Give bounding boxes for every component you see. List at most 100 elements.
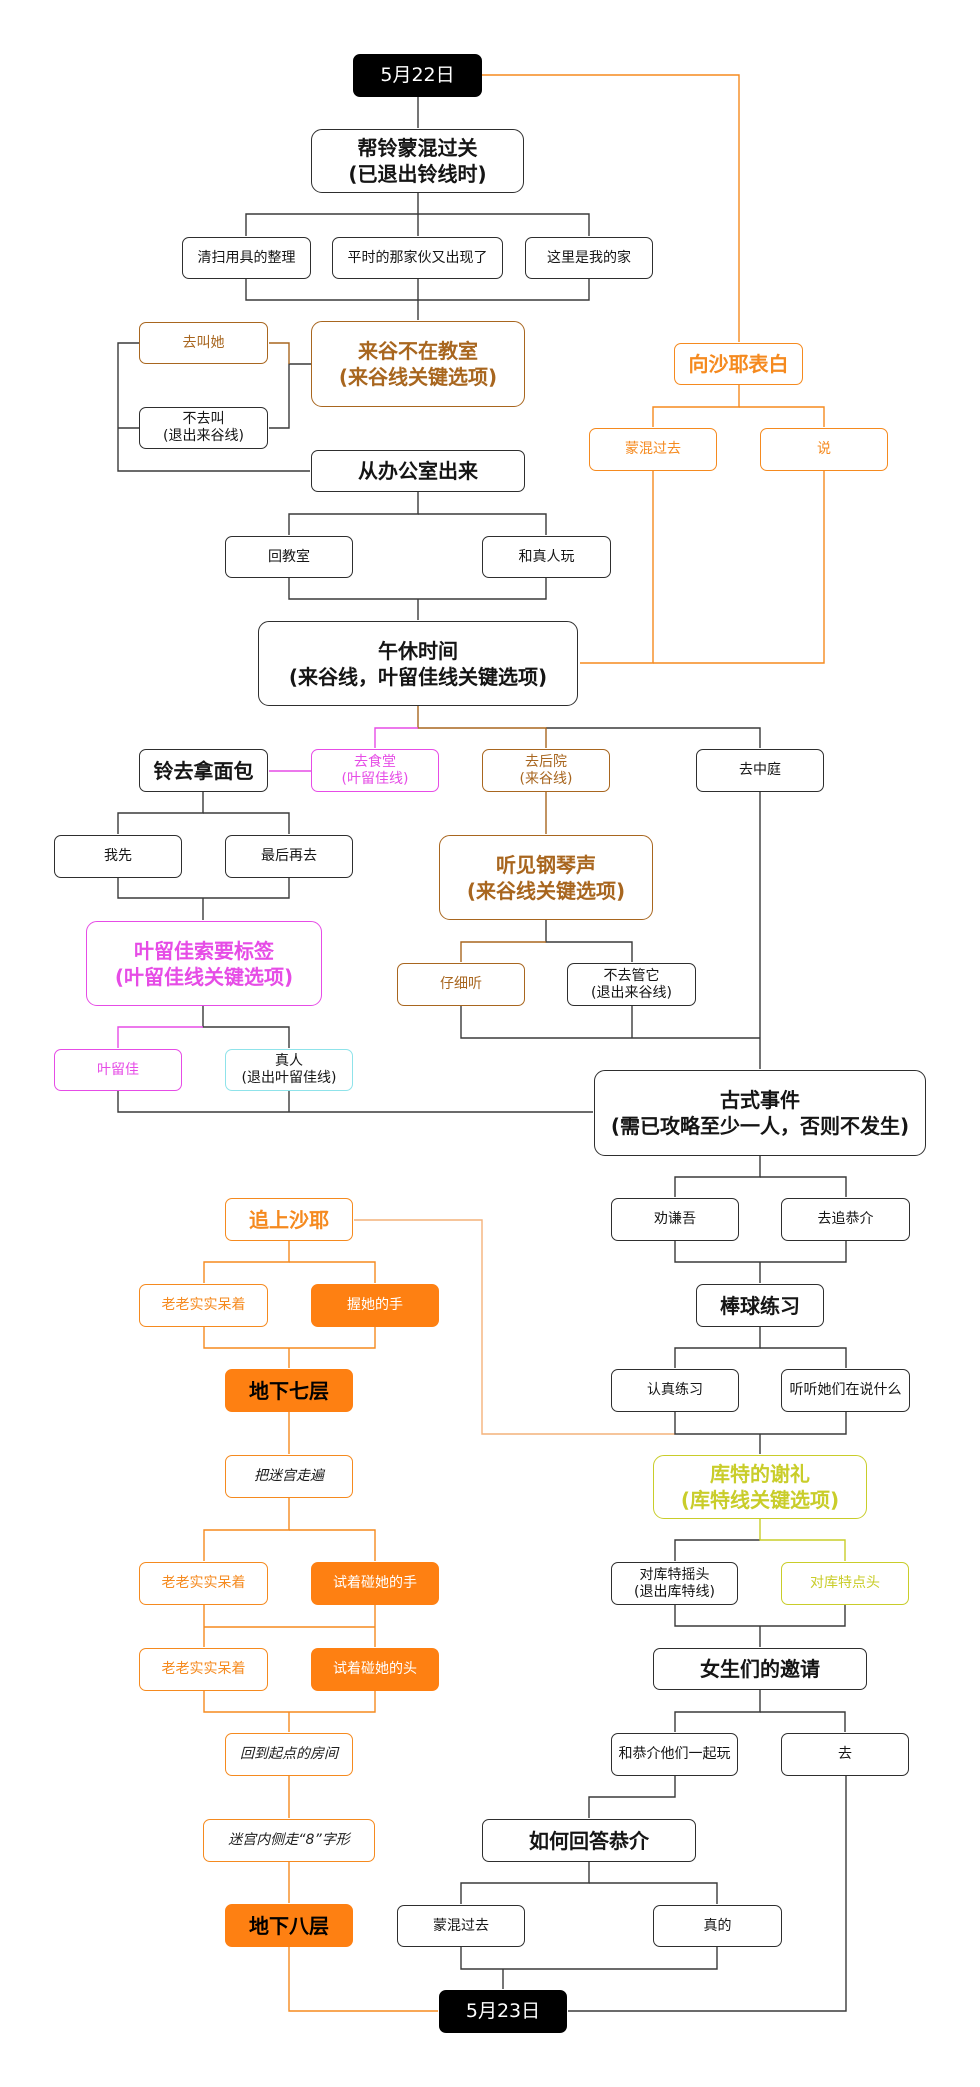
choice-truth: 真的 <box>653 1905 782 1947</box>
node-help-rin: 帮铃蒙混过关 (已退出铃线时) <box>311 129 524 193</box>
choice-ignore: 不去管它 (退出来谷线) <box>567 963 696 1006</box>
connector <box>117 342 310 472</box>
choice-listen: 仔细听 <box>397 963 525 1006</box>
connector <box>417 706 547 748</box>
connector <box>674 1412 847 1435</box>
connector <box>203 1327 376 1349</box>
choice-chase-kyousuke: 去追恭介 <box>781 1198 910 1241</box>
connector <box>117 1026 203 1048</box>
connector <box>288 578 547 600</box>
node-ancient-event: 古式事件 (需已攻略至少一人，否则不发生) <box>594 1070 926 1156</box>
end-date-node: 5月23日 <box>439 1990 567 2033</box>
connector <box>545 920 633 962</box>
choice-go-call: 去叫她 <box>139 322 268 364</box>
choice-shake-head: 对库特摇头 (退出库特线) <box>611 1562 738 1605</box>
step-explore-maze: 把迷宫走遍 <box>225 1455 353 1498</box>
choice-stay-2: 老老实实呆着 <box>139 1562 268 1605</box>
connector <box>245 193 419 236</box>
start-date-node: 5月22日 <box>353 54 482 97</box>
connector <box>117 1091 593 1113</box>
connector <box>674 1539 760 1561</box>
node-chase-saya: 追上沙耶 <box>225 1198 353 1241</box>
connector <box>203 812 290 834</box>
choice-persuade: 劝谦吾 <box>611 1198 739 1241</box>
choice-my-home: 这里是我的家 <box>525 237 653 279</box>
connector <box>289 1529 376 1561</box>
choice-stay-3: 老老实实呆着 <box>139 1648 268 1691</box>
connector <box>588 1776 676 1818</box>
connector <box>288 1947 438 2012</box>
node-girls-invite: 女生们的邀请 <box>653 1648 867 1690</box>
connector <box>674 1156 761 1197</box>
step-figure-eight: 迷宫内侧走“8”字形 <box>203 1819 375 1862</box>
connector <box>269 363 311 429</box>
choice-go: 去 <box>781 1733 909 1776</box>
node-haruka-tag: 叶留佳索要标签 (叶留佳线关键选项) <box>86 921 322 1006</box>
choice-practice: 认真练习 <box>611 1369 739 1412</box>
choice-stay-1: 老老实实呆着 <box>139 1284 268 1327</box>
connector <box>418 213 590 236</box>
connector <box>203 1691 376 1713</box>
choice-nod-head: 对库特点头 <box>781 1562 909 1605</box>
connector <box>418 513 547 535</box>
connector <box>269 342 290 364</box>
connector <box>739 406 825 427</box>
node-answer-kyousuke: 如何回答恭介 <box>482 1819 696 1862</box>
connector <box>653 471 825 664</box>
node-lunch: 午休时间 (来谷线，叶留佳线关键选项) <box>258 621 578 706</box>
connector <box>460 1862 590 1904</box>
choice-backyard: 去后院 (来谷线) <box>482 749 610 792</box>
choice-cleaning: 清扫用具的整理 <box>182 237 311 279</box>
connector <box>202 1006 290 1048</box>
connector <box>568 1776 847 2012</box>
connector <box>674 1605 846 1627</box>
connector <box>117 878 290 899</box>
connector <box>354 1219 675 1435</box>
choice-hold-hand: 握她的手 <box>311 1284 439 1327</box>
choice-haruka: 叶留佳 <box>54 1049 182 1091</box>
connector <box>288 492 419 535</box>
connector <box>652 385 740 427</box>
connector <box>674 1327 761 1368</box>
choice-play-kyousuke: 和恭介他们一起玩 <box>611 1733 738 1776</box>
node-out-office: 从办公室出来 <box>311 450 525 492</box>
node-basement-8: 地下八层 <box>225 1904 353 1947</box>
node-baseball: 棒球练习 <box>696 1284 824 1327</box>
choice-me-first: 我先 <box>54 835 182 878</box>
connector <box>760 1176 847 1197</box>
connector <box>460 1006 760 1039</box>
node-kurugaya-absent: 来谷不在教室 (来谷线关键选项) <box>311 321 525 407</box>
choice-dodge: 蒙混过去 <box>589 428 717 471</box>
node-confess-saya: 向沙耶表白 <box>674 343 803 385</box>
choice-say: 说 <box>760 428 888 471</box>
choice-touch-hand: 试着碰她的手 <box>311 1562 439 1605</box>
choice-listen-girls: 听听她们在说什么 <box>781 1369 910 1412</box>
connector <box>203 1241 290 1283</box>
connector <box>759 1519 846 1561</box>
connector <box>374 727 418 748</box>
connector <box>546 727 761 748</box>
connector <box>482 74 740 342</box>
connector <box>203 1498 290 1561</box>
connector <box>460 1947 718 1970</box>
connector <box>460 941 546 962</box>
choice-play-masato: 和真人玩 <box>482 536 611 578</box>
connector <box>589 1882 718 1904</box>
node-piano: 听见钢琴声 (来谷线关键选项) <box>439 835 653 920</box>
choice-go-last: 最后再去 <box>225 835 353 878</box>
choice-touch-head: 试着碰她的头 <box>311 1648 439 1691</box>
choice-masato: 真人 (退出叶留佳线) <box>225 1049 353 1091</box>
connector <box>760 1711 846 1732</box>
connector <box>117 792 204 834</box>
choice-not-call: 不去叫 (退出来谷线) <box>139 407 268 449</box>
connector <box>760 1347 847 1368</box>
choice-back-class: 回教室 <box>225 536 353 578</box>
choice-dodge-2: 蒙混过去 <box>397 1905 525 1947</box>
choice-that-guy: 平时的那家伙又出现了 <box>332 237 503 279</box>
node-basement-7: 地下七层 <box>225 1369 353 1412</box>
choice-courtyard: 去中庭 <box>696 749 824 792</box>
connector <box>674 1690 761 1732</box>
node-rin-bread: 铃去拿面包 <box>139 749 268 792</box>
